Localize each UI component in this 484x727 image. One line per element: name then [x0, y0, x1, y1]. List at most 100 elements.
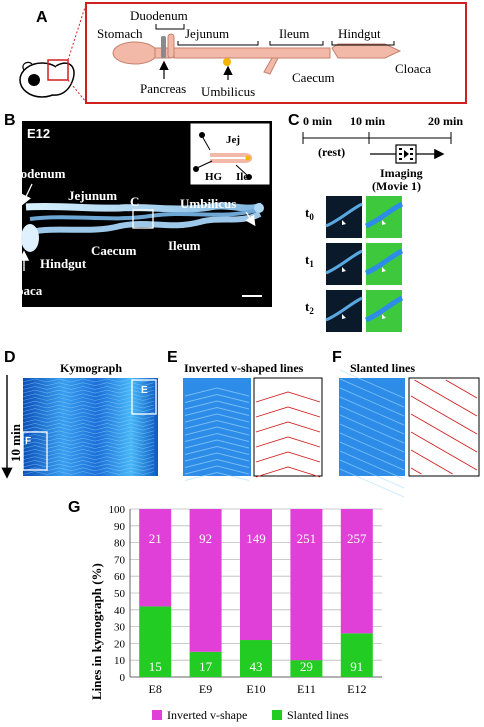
legend-inverted: Inverted v-shape — [167, 708, 247, 722]
c-tp-2: t2 — [305, 299, 314, 316]
g-bar-inverted-3 — [290, 509, 323, 661]
d-box-e-label: E — [141, 385, 148, 396]
label-b-umbilicus: Umbilicus — [180, 196, 236, 211]
e-crop-line-0 — [184, 387, 250, 397]
f-crop-line-2 — [339, 387, 405, 417]
g-label-inverted-4: 257 — [347, 531, 367, 546]
f-crop-line-9 — [339, 450, 405, 480]
kymo-line-3 — [22, 389, 155, 394]
f-crop-line-3 — [339, 396, 405, 426]
kymo-line-23 — [22, 463, 155, 468]
e-schema-line-2 — [255, 421, 321, 433]
c-tp-0: t0 — [305, 205, 314, 222]
g-ytick-9: 90 — [114, 521, 126, 533]
legend-swatch-inverted — [152, 710, 162, 720]
g-label-inverted-2: 149 — [246, 531, 266, 546]
label-jejunum: Jejunum — [185, 26, 229, 41]
label-duodenum: Duodenum — [130, 8, 188, 23]
f-schema-line-3 — [410, 413, 478, 453]
kymo-line-21 — [22, 456, 155, 461]
c-movie: (Movie 1) — [372, 179, 421, 193]
kymo-line-18 — [22, 445, 155, 449]
f-crop-texture — [339, 369, 405, 498]
panel-label-c: C — [288, 112, 300, 129]
e-crop-line-7 — [184, 432, 250, 442]
g-ytick-1: 10 — [114, 655, 126, 667]
g-bar-slanted-0 — [139, 606, 172, 677]
e-schema-line-1 — [255, 406, 321, 418]
gut-schematic — [112, 33, 402, 75]
c-time-0: 0 min — [303, 114, 332, 128]
g-ytick-7: 70 — [114, 554, 126, 566]
g-bar-inverted-1 — [189, 509, 222, 652]
e-crop-line-3 — [184, 406, 250, 416]
f-crop-line-11 — [339, 468, 405, 498]
kymo-line-25 — [22, 471, 155, 475]
g-bar-slanted-1 — [189, 651, 222, 677]
g-bar-inverted-2 — [240, 509, 272, 641]
g-xtick-0: E8 — [149, 682, 162, 696]
film-icon — [395, 144, 417, 164]
c-frame-seg-gut-1 — [364, 248, 404, 276]
kymo-line-4 — [22, 393, 155, 398]
g-bar-slanted-3 — [290, 660, 323, 677]
e-crop-line-12 — [184, 465, 250, 475]
f-schema-line-1 — [414, 379, 478, 417]
bracket-hindgut — [331, 41, 395, 46]
kymo-line-16 — [22, 437, 155, 442]
e-title: Inverted v-shaped lines — [184, 361, 304, 375]
kymo-line-10 — [22, 415, 155, 420]
f-schema-line-4 — [410, 431, 478, 471]
d-box-f-label: F — [25, 436, 31, 447]
label-cloaca: Cloaca — [395, 61, 431, 76]
g-label-slanted-0: 15 — [149, 659, 162, 674]
kymo-line-6 — [22, 400, 155, 405]
inset-jej: Jej — [226, 134, 240, 146]
e-crop-line-8 — [184, 439, 250, 449]
f-schema-line-5 — [410, 449, 453, 475]
kymo-line-14 — [22, 430, 155, 435]
f-schematic-box — [408, 377, 480, 477]
f-crop-line-10 — [339, 459, 405, 489]
e-crop-line-9 — [184, 445, 250, 455]
g-label-slanted-2: 43 — [250, 659, 263, 674]
embryo-zoom-box — [47, 59, 69, 81]
label-hindgut: Hindgut — [338, 26, 381, 41]
e-crop-line-6 — [184, 426, 250, 436]
g-ytick-10: 100 — [109, 504, 126, 516]
g-label-slanted-1: 17 — [199, 659, 213, 674]
e-crop-line-11 — [184, 458, 250, 468]
label-umbilicus: Umbilicus — [201, 84, 255, 99]
g-label-inverted-0: 21 — [149, 531, 162, 546]
kymo-line-20 — [22, 452, 155, 457]
c-tp-1: t1 — [305, 252, 314, 269]
kymo-line-22 — [22, 460, 155, 464]
c-frame-raw-gut-1 — [325, 249, 363, 275]
e-crop-line-10 — [184, 452, 250, 462]
c-frame-raw-gut-2 — [325, 296, 363, 322]
g-ytick-5: 50 — [114, 588, 126, 600]
zoom-line-bottom — [67, 79, 87, 103]
label-stomach: Stomach — [97, 26, 143, 41]
f-crop-line-1 — [339, 378, 405, 408]
legend-swatch-slanted — [272, 710, 282, 720]
e-crop-line-13 — [184, 471, 250, 481]
g-bar-slanted-4 — [340, 633, 373, 677]
e-schema-line-4 — [255, 451, 321, 463]
g-xtick-1: E9 — [199, 682, 212, 696]
d-box-f — [22, 431, 48, 471]
bar-chart: 01020304050607080901002115E89217E914943E… — [109, 504, 382, 696]
label-ileum: Ileum — [279, 26, 309, 41]
c-timepoint-labels: t0 t1 t2 — [305, 205, 314, 316]
kymo-line-7 — [22, 404, 155, 409]
e-v-shape-lines — [255, 391, 321, 478]
f-title: Slanted lines — [350, 361, 415, 375]
c-rest: (rest) — [318, 145, 345, 159]
kymo-line-12 — [22, 423, 155, 427]
c-frame-raw-gut-0 — [325, 202, 363, 228]
label-caecum: Caecum — [292, 70, 335, 85]
g-ytick-6: 60 — [114, 571, 126, 583]
e-crop-line-1 — [184, 393, 250, 403]
kymo-line-19 — [22, 448, 155, 453]
panel-label-g: G — [68, 499, 80, 516]
